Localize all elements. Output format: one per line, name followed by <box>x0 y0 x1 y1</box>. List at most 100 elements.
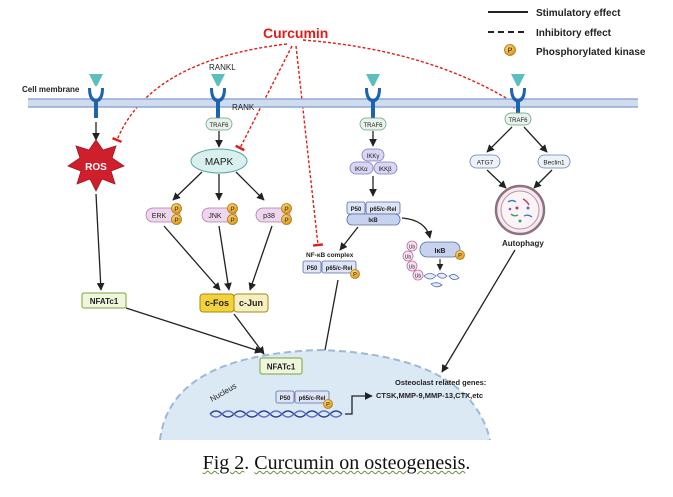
inhibit-ros-line <box>112 43 288 144</box>
nucleus-p50-label: P50 <box>280 396 291 402</box>
legend-phospho-icon <box>504 44 516 56</box>
nucleus-phospho-icon <box>323 399 333 409</box>
nucleus: Nucleus NFATc1 P50 p65/c-Rel <box>159 348 491 441</box>
nfkb-released: P50 p65/c-Rel <box>302 260 360 279</box>
nfkb-p65-label: p65/c-Rel <box>326 266 353 272</box>
arrow-autophagy-genes <box>441 249 516 373</box>
inhibit-mapk-line <box>235 45 293 152</box>
arrow-traf6-atg7 <box>486 126 513 153</box>
complex-p65-label: p65/c-Rel <box>370 207 397 213</box>
traf6-rank-label: TRAF6 <box>209 123 229 129</box>
caption-period: . <box>465 452 471 474</box>
erk-phospho-icon <box>171 203 182 214</box>
cjun-label: c-Jun <box>239 298 263 308</box>
cfos-label: c-Fos <box>205 298 229 308</box>
autophagy-label: Autophagy <box>502 239 544 248</box>
genes-line2: CTSK,MMP-9,MMP-13,CTX,etc <box>376 391 483 400</box>
erk-phospho-icon-2 <box>171 214 182 225</box>
nfatc1-label: NFATc1 <box>90 297 119 306</box>
nfatc1-box: NFATc1 <box>81 292 127 309</box>
caption-separator: . <box>244 452 255 474</box>
curcumin-label: Curcumin <box>263 25 328 41</box>
caption-title: Curcumin on osteogenesis <box>254 452 466 474</box>
legend-phospho-label: Phosphorylated kinase <box>536 47 646 58</box>
degraded-fragments-icon <box>423 272 460 288</box>
arrow-ros-nfatc1 <box>95 193 105 291</box>
rank-label: RANK <box>232 103 255 112</box>
ikk-gamma-label: IKKγ <box>367 154 380 160</box>
beclin1-label: Beclin1 <box>543 160 565 167</box>
p38-phospho-icon <box>281 203 292 214</box>
traf6-autophagy-box: TRAF6 <box>504 112 532 126</box>
inhibit-nfkb-line <box>295 45 324 247</box>
caption-fig-number: Fig 2 <box>202 452 245 474</box>
jnk-label: JNK <box>208 213 222 220</box>
nfkb-phospho-icon <box>350 269 360 279</box>
arrow-jnk-cfos <box>218 225 232 291</box>
jnk-phospho-icon-2 <box>227 214 238 225</box>
ikb-small-label: IκB <box>435 248 446 255</box>
ub-label-2: Ub <box>405 255 412 261</box>
ikk-beta-label: IKKβ <box>378 167 392 173</box>
p38-kinase: p38 <box>255 203 292 225</box>
atg7-label: ATG7 <box>477 160 494 167</box>
curcumin-inhibitions <box>112 39 520 247</box>
atg7-box: ATG7 <box>469 154 501 169</box>
legend: Stimulatory effect Inhibitory effect Pho… <box>488 8 646 58</box>
arrow-p38-cjun <box>248 225 273 291</box>
traf6-nfkb-label: TRAF6 <box>363 123 383 129</box>
legend-stimulatory-label: Stimulatory effect <box>536 8 621 19</box>
arrow-erk-cfos <box>163 225 221 291</box>
complex-ikb-label: IκB <box>368 218 378 224</box>
ikb-ubiquitination: IκB Ub Ub Ub Ub <box>402 240 465 288</box>
receptor-rank-icon <box>210 74 226 118</box>
complex-p50-label: P50 <box>351 207 362 213</box>
rankl-label: RANKL <box>209 63 236 72</box>
jnk-phospho-icon <box>227 203 238 214</box>
arrow-mapk-p38 <box>235 171 265 201</box>
nfkb-p50-label: P50 <box>307 266 318 272</box>
autophagosome-icon <box>494 184 546 236</box>
receptor-ros-icon <box>88 74 104 118</box>
arrow-nfatc1-nucleus <box>125 307 263 354</box>
traf6-autophagy-label: TRAF6 <box>508 118 528 124</box>
arrow-atg7-autophagy <box>486 169 507 189</box>
receptor-autophagy-icon <box>510 74 526 118</box>
arrow-mapk-erk <box>172 171 203 201</box>
cfos-cjun-dimer: c-Fos c-Jun <box>199 293 269 313</box>
p38-phospho-icon-2 <box>281 214 292 225</box>
mapk-ellipse: MAPK <box>190 148 248 174</box>
nucleus-p65-label: p65/c-Rel <box>299 396 326 402</box>
arrow-dna-genes <box>345 392 373 415</box>
mapk-label: MAPK <box>205 157 234 168</box>
arrow-beclin1-autophagy <box>533 169 553 189</box>
nfkb-ikb-complex: P50 p65/c-Rel IκB <box>346 201 401 226</box>
ikk-alpha-label: IKKα <box>354 167 368 173</box>
arrow-dimer-nucleus <box>233 313 265 355</box>
arrow-traf6-beclin1 <box>523 126 548 153</box>
jnk-kinase: JNK <box>201 203 238 225</box>
erk-kinase: ERK <box>145 203 182 225</box>
nfkb-nucleus-complex: P50 p65/c-Rel <box>275 390 333 409</box>
traf6-nfkb-box: TRAF6 <box>359 117 387 131</box>
cell-membrane-label: Cell membrane <box>22 85 80 94</box>
genes-line1: Osteoclast related genes: <box>395 378 486 387</box>
cell-membrane: Cell membrane <box>22 85 638 108</box>
nfatc1-nucleus-label: NFATc1 <box>267 363 296 372</box>
ub-label-4: Ub <box>415 274 422 280</box>
ros-label: ROS <box>85 162 107 173</box>
ros-burst: ROS <box>67 139 125 192</box>
nfkb-complex-label: NF-κB complex <box>306 252 354 259</box>
figure-caption: Fig 2. Curcumin on osteogenesis. <box>0 452 673 475</box>
ikb-phospho-icon <box>455 250 465 260</box>
arrow-complex-nfkb <box>339 226 359 251</box>
beclin1-box: Beclin1 <box>537 154 571 169</box>
traf6-rank-box: TRAF6 <box>205 117 233 131</box>
arrow-complex-ikb-degradation <box>401 217 433 239</box>
receptor-nfkb-icon <box>365 74 381 118</box>
p38-label: p38 <box>263 213 275 220</box>
inhibit-traf6-line <box>302 39 520 109</box>
dna-helix-icon <box>209 410 343 418</box>
legend-inhibitory-label: Inhibitory effect <box>536 28 612 39</box>
